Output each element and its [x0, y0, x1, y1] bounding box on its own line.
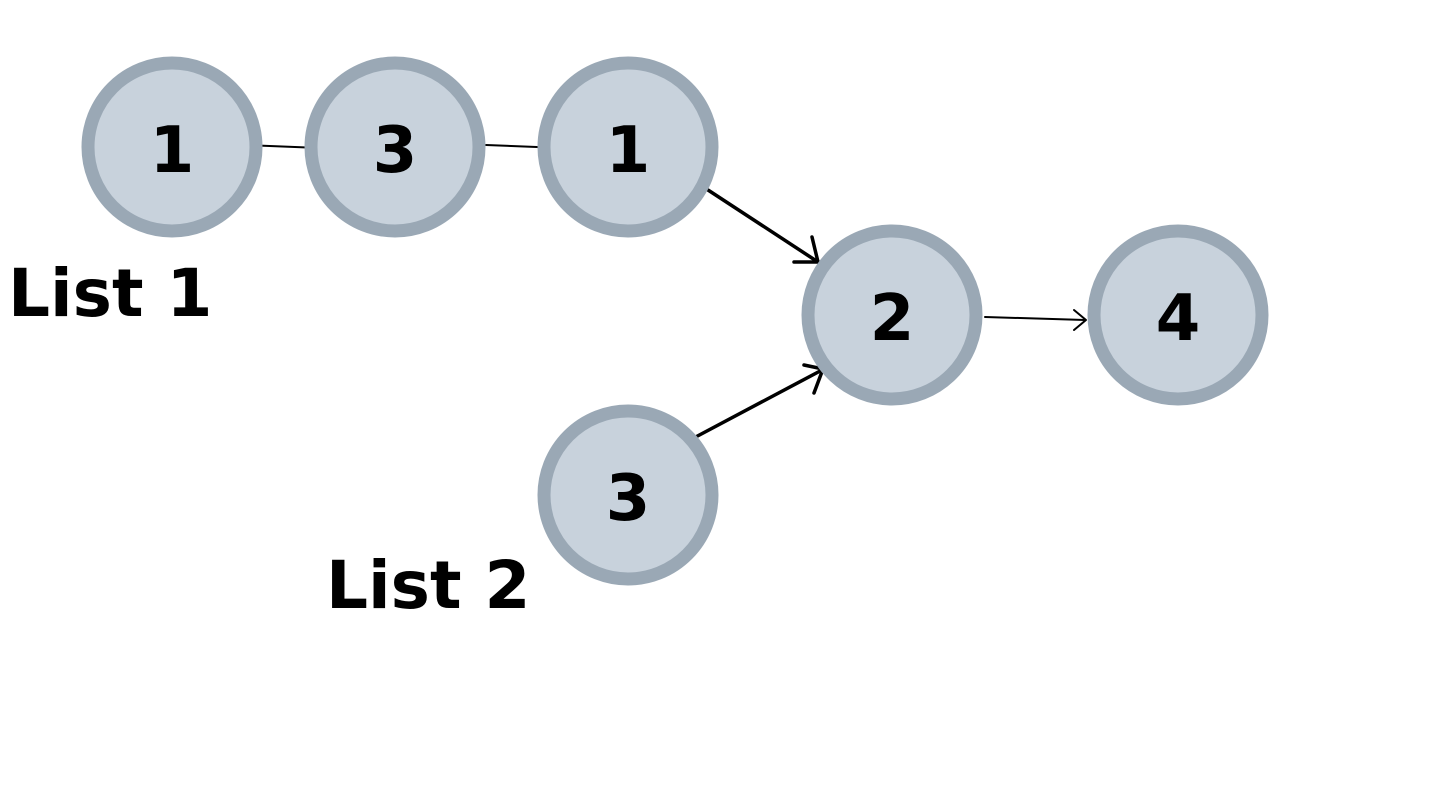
node-circle [801, 224, 983, 406]
node-value: 1 [150, 114, 195, 188]
node-circle [537, 56, 719, 238]
shared-node-1: 2 [801, 224, 983, 406]
edge-list1-node3-to-shared-node1 [706, 188, 820, 264]
list1-node-1: 1 [81, 56, 263, 238]
list2-label: List 2 [326, 547, 530, 624]
node-value: 2 [870, 282, 915, 356]
node-value: 1 [606, 114, 651, 188]
list1-node-3: 1 [537, 56, 719, 238]
node-value: 3 [373, 114, 418, 188]
node-circle [81, 56, 263, 238]
edges [245, 139, 1087, 442]
node-circle [304, 56, 486, 238]
node-value: 3 [606, 462, 651, 536]
list1-label: List 1 [8, 255, 212, 332]
edge-shared-node1-to-shared-node2 [984, 309, 1087, 331]
list2-node-1: 3 [537, 404, 719, 586]
shared-node-2: 4 [1087, 224, 1269, 406]
list1-node-2: 3 [304, 56, 486, 238]
node-value: 4 [1156, 282, 1201, 356]
edge-list2-node1-to-shared-node1 [688, 363, 825, 442]
node-circle [537, 404, 719, 586]
node-circle [1087, 224, 1269, 406]
